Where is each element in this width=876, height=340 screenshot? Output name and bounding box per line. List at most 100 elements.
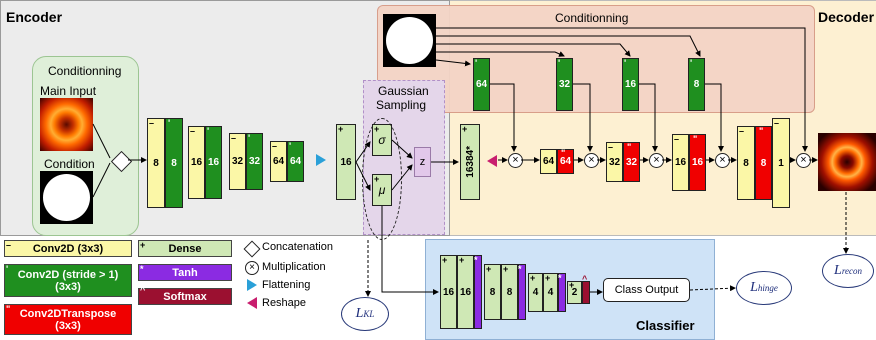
transpose-mark: " <box>759 126 764 136</box>
cond-layer-label: 16 <box>624 79 637 90</box>
reshape-legend-icon <box>247 297 257 309</box>
cls-dense-block: 4 <box>528 273 543 312</box>
dec-conv-block: 1 <box>772 118 790 208</box>
enc-layer-label: 64 <box>272 156 285 167</box>
main-input-image <box>40 98 93 151</box>
hinge-loss-sub: hinge <box>757 283 778 293</box>
legend-stride-label-2: (3x3) <box>55 280 81 293</box>
sampling-ellipse <box>362 118 402 240</box>
recon-loss-sub: recon <box>841 266 862 276</box>
legend-conv2d: Conv2D (3x3) <box>4 240 132 257</box>
recon-loss-main: L <box>834 263 842 278</box>
reshape-legend-label: Reshape <box>262 297 307 309</box>
dense-mark: + <box>545 273 551 283</box>
stride-mark: ' <box>248 133 251 143</box>
dec-layer-label: 16 <box>691 157 704 168</box>
concatenation-legend-icon <box>243 240 261 258</box>
conv-mark: – <box>231 133 237 143</box>
enc-stride-block: 8 <box>165 118 183 208</box>
dec-layer-label: 1 <box>778 157 784 169</box>
reshape-symbol <box>487 155 497 167</box>
enc-stride-block: 32 <box>246 133 263 190</box>
stride-mark: ' <box>558 58 561 68</box>
cls-dense-block: 4 <box>543 273 558 312</box>
multiplication-symbol: × <box>508 153 523 168</box>
encoder-conditioning-label: Conditionning <box>48 64 122 78</box>
enc-layer-label: 8 <box>171 157 177 169</box>
legend-tanh: Tanh <box>138 264 232 281</box>
decoder-condition-image <box>383 14 436 67</box>
softmax-mark: ^ <box>140 285 146 295</box>
flattening-symbol <box>316 154 326 166</box>
stride-mark: ' <box>289 141 292 151</box>
dec-layer-label: 32 <box>608 156 621 168</box>
hinge-loss-main: L <box>750 280 758 295</box>
reconstruction-image <box>818 133 876 191</box>
transpose-mark: " <box>6 304 11 314</box>
dec-transpose-block: 8 <box>755 126 772 200</box>
enc-stride-block: 16 <box>205 126 222 199</box>
legend-stride-label-1: Conv2D (stride > 1) <box>17 268 119 281</box>
cond-layer-label: 8 <box>693 79 700 90</box>
enc-layer-label: 16 <box>340 156 352 168</box>
flattening-legend-label: Flattening <box>262 279 311 291</box>
dense-mark: + <box>486 264 492 274</box>
condition-label: Condition <box>44 157 95 171</box>
dec-layer-label: 64 <box>559 156 572 167</box>
enc-layer-label: 64 <box>289 156 302 167</box>
dec-transpose-block: 32 <box>623 142 640 182</box>
dense-mark: + <box>338 124 344 134</box>
z-block: z <box>414 147 431 177</box>
gaussian-label-1: Gaussian <box>378 84 429 98</box>
dec-transpose-block: 16 <box>689 134 706 191</box>
enc-stride-block: 64 <box>287 141 304 182</box>
classifier-title: Classifier <box>636 318 695 333</box>
decoder-conditioning-label: Conditionning <box>555 11 629 25</box>
dense-mark: + <box>503 264 509 274</box>
legend-softmax: Softmax <box>138 288 232 305</box>
tanh-mark: * <box>140 264 144 274</box>
enc-layer-label: 16 <box>207 157 220 168</box>
condition-image <box>40 171 93 224</box>
stride-mark: ' <box>207 126 210 136</box>
tanh-mark: * <box>558 273 562 283</box>
dec-layer-label: 8 <box>760 157 767 169</box>
stride-mark: ' <box>475 58 478 68</box>
tanh-mark: * <box>474 255 478 265</box>
legend-tanh-label: Tanh <box>172 266 198 279</box>
enc-layer-label: 8 <box>153 157 159 169</box>
legend-dense-label: Dense <box>168 242 202 255</box>
conv-mark: – <box>774 118 780 128</box>
dense-mark: + <box>140 240 146 250</box>
cls-layer-label: 8 <box>489 286 496 298</box>
stride-mark: ' <box>690 58 693 68</box>
tanh-mark: * <box>518 264 522 274</box>
cls-layer-label: 4 <box>532 287 539 298</box>
dec-layer-label: 32 <box>625 156 638 168</box>
conv-mark: – <box>674 134 680 144</box>
cls-tanh-block <box>518 264 526 320</box>
reshape-dim-label: 16384* <box>464 146 476 178</box>
transpose-mark: " <box>627 142 632 152</box>
conv-mark: – <box>6 240 12 250</box>
enc-layer-label: 32 <box>248 156 261 167</box>
dense-mark: + <box>569 280 575 290</box>
reshape-dense-block: 16384* <box>460 124 480 200</box>
conv-mark: – <box>190 126 196 136</box>
cls-dense-block: 2 <box>567 281 582 304</box>
dec-transpose-block: 64 <box>557 149 574 174</box>
enc-conv-block: 8 <box>147 118 165 208</box>
encoder-title: Encoder <box>6 9 63 25</box>
stride-mark: ' <box>624 58 627 68</box>
class-output-box: Class Output <box>603 278 690 302</box>
main-input-label: Main Input <box>40 84 97 98</box>
legend-transpose: Conv2DTranspose(3x3) <box>4 304 132 335</box>
kl-loss-main: L <box>355 306 364 321</box>
enc-conv-block: 32 <box>229 133 246 190</box>
cond-layer-label: 32 <box>558 79 571 90</box>
cls-layer-label: 2 <box>571 287 578 298</box>
enc-conv-block: 16 <box>188 126 205 199</box>
cls-dense-block: 8 <box>501 264 518 320</box>
